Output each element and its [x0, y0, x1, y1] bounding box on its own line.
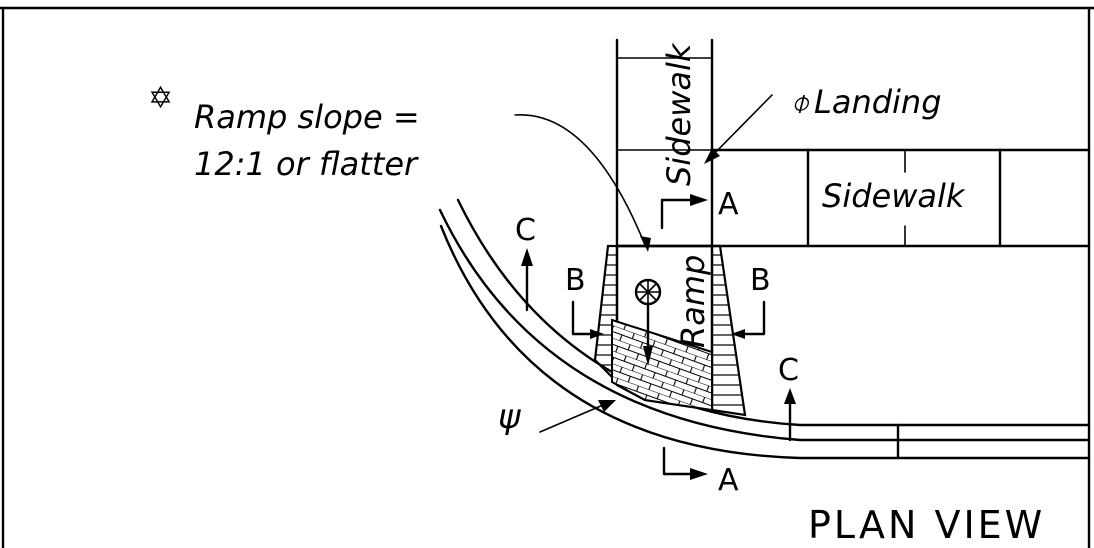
section-b-right-arrow-icon — [731, 329, 745, 339]
section-b-right-label: B — [750, 263, 771, 298]
sidewalk-vertical-label: Sidewalk — [660, 42, 698, 186]
note-leader-line — [514, 114, 646, 246]
section-a-top-marker — [660, 198, 702, 230]
section-c-right-label: C — [778, 353, 799, 388]
landing-leader-arrow-icon — [704, 148, 720, 164]
ramp-arrow-head-icon — [643, 346, 653, 366]
section-b-left-marker — [571, 300, 602, 336]
note-line-1: Ramp slope = — [194, 98, 420, 136]
landing-label: Landing — [814, 83, 942, 121]
section-a-bottom-arrow-icon — [690, 468, 708, 480]
section-b-left-label: B — [565, 263, 586, 298]
gutter-line — [439, 224, 1091, 460]
section-a-bottom-marker — [662, 446, 702, 476]
psi-symbol-icon: ψ — [498, 397, 521, 437]
right-flare — [710, 244, 747, 417]
psi-leader-line — [539, 401, 611, 433]
sidewalk-horizontal-label: Sidewalk — [822, 177, 966, 215]
curb-line-inner — [438, 208, 1091, 442]
curb-line-middle — [456, 198, 1091, 427]
section-b-left-arrow-icon — [590, 329, 604, 339]
note-leader-arrow-icon — [640, 236, 651, 252]
section-a-top-label: A — [718, 187, 739, 222]
view-title: PLAN VIEW — [808, 503, 1045, 547]
detectable-warning-surface — [611, 318, 713, 412]
section-c-left-arrow-icon — [521, 248, 533, 266]
landing-leader-line — [707, 94, 773, 161]
note-symbol-icon: ✡ — [148, 81, 173, 116]
section-a-bottom-label: A — [718, 463, 739, 498]
landing-symbol-icon: ⌽ — [790, 83, 810, 121]
ramp-label: Ramp — [674, 255, 712, 348]
section-b-right-marker — [733, 300, 766, 336]
note-line-2: 12:1 or flatter — [194, 145, 419, 183]
section-c-left-label: C — [515, 213, 536, 248]
section-a-top-arrow-icon — [690, 194, 708, 206]
section-c-right-arrow-icon — [784, 388, 796, 404]
psi-leader-arrow-icon — [598, 400, 616, 412]
